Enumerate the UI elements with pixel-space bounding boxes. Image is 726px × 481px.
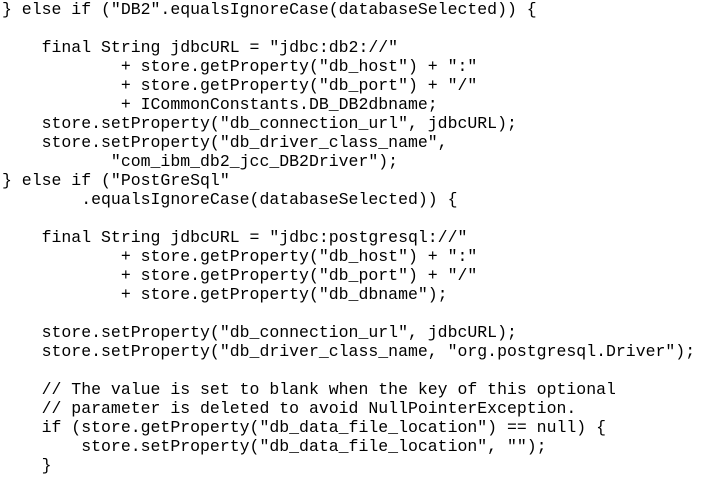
code-line: store.setProperty("db_data_file_location… (2, 437, 547, 456)
code-line: + store.getProperty("db_host") + ":" (2, 247, 478, 266)
code-line: } else if ("DB2".equalsIgnoreCase(databa… (2, 0, 537, 19)
code-line: } else if ("PostGreSql" (2, 171, 230, 190)
code-line: store.setProperty("db_driver_class_name,… (2, 342, 696, 361)
code-block: } else if ("DB2".equalsIgnoreCase(databa… (2, 0, 695, 475)
code-line: // parameter is deleted to avoid NullPoi… (2, 399, 577, 418)
code-line (2, 19, 695, 38)
code-line: + store.getProperty("db_port") + "/" (2, 266, 478, 285)
code-line: + store.getProperty("db_port") + "/" (2, 76, 478, 95)
code-line: // The value is set to blank when the ke… (2, 380, 616, 399)
code-line: "com_ibm_db2_jcc_DB2Driver"); (2, 152, 399, 171)
code-line: + ICommonConstants.DB_DB2dbname; (2, 95, 438, 114)
code-line: final String jdbcURL = "jdbc:db2://" (2, 38, 399, 57)
code-line: + store.getProperty("db_dbname"); (2, 285, 448, 304)
code-line: store.setProperty("db_connection_url", j… (2, 323, 517, 342)
code-line (2, 361, 695, 380)
code-line: final String jdbcURL = "jdbc:postgresql:… (2, 228, 468, 247)
code-line: store.setProperty("db_connection_url", j… (2, 114, 517, 133)
code-line (2, 209, 695, 228)
code-line: if (store.getProperty("db_data_file_loca… (2, 418, 606, 437)
code-line: .equalsIgnoreCase(databaseSelected)) { (2, 190, 458, 209)
code-line: + store.getProperty("db_host") + ":" (2, 57, 478, 76)
code-line: store.setProperty("db_driver_class_name"… (2, 133, 448, 152)
code-line (2, 304, 695, 323)
code-line: } (2, 456, 52, 475)
